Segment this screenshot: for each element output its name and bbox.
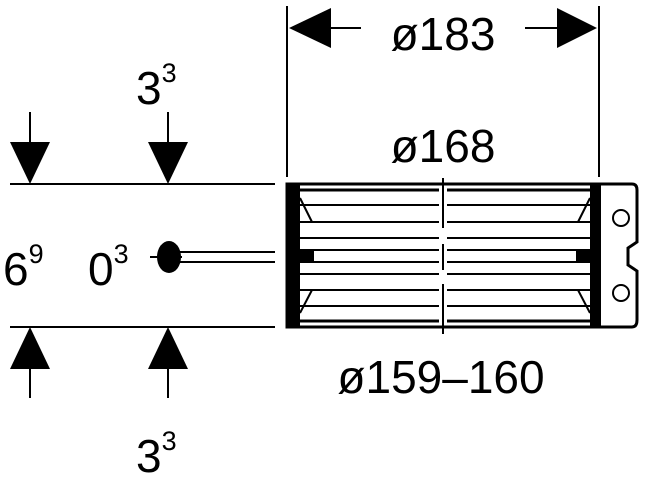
middle-diameter-label: ø168 — [391, 120, 496, 172]
arrow-left-icon — [289, 8, 331, 48]
outer-diameter-label: ø183 — [391, 8, 496, 60]
left-wire-dimension: 03 — [88, 239, 129, 295]
arrow-up-icon — [10, 327, 50, 369]
left-top-dimension: 33 — [136, 58, 177, 114]
inner-diameter-label: ø159–160 — [337, 351, 544, 403]
chamfer-line — [299, 289, 313, 314]
chamfer-line — [299, 197, 313, 223]
ring-left-wall — [287, 184, 300, 327]
left-height-dimension: 69 — [3, 239, 44, 295]
ring-outline — [285, 182, 639, 329]
ring-section — [285, 178, 639, 334]
left-bottom-dimension: 33 — [136, 426, 177, 479]
arrow-down-icon — [148, 142, 188, 184]
band-end — [576, 250, 590, 262]
chamfer-line — [577, 289, 591, 314]
arrow-right-icon — [557, 8, 597, 48]
arrow-down-icon — [10, 142, 50, 184]
bolt-hole-icon — [612, 284, 630, 302]
arrow-up-icon — [148, 327, 188, 369]
band-end — [300, 250, 314, 262]
bolt-hole-icon — [612, 209, 630, 227]
chamfer-line — [577, 197, 591, 223]
ring-right-wall — [590, 184, 601, 327]
wire-section-dot — [157, 241, 181, 273]
diameter-dimensions: ø183 ø168 ø159–160 — [286, 6, 600, 403]
left-profile-dimensions: 33 69 03 33 — [3, 58, 275, 479]
